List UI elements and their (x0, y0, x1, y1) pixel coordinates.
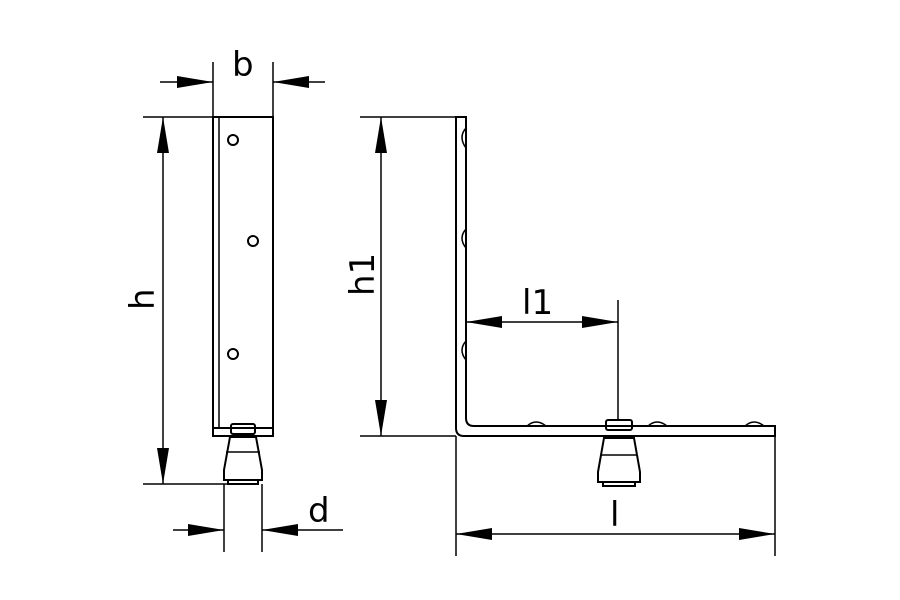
ribs-horizontal (526, 421, 765, 427)
hole-bottom (227, 348, 239, 360)
angle-inner-profile (465, 116, 776, 427)
dimension-l: l (455, 436, 776, 556)
label-l: l (610, 495, 619, 535)
label-h: h (123, 288, 163, 310)
hole-middle (247, 235, 259, 247)
label-h1: h1 (343, 253, 383, 296)
front-view (212, 116, 274, 485)
side-view (455, 116, 776, 487)
dimension-l1: l1 (466, 283, 619, 420)
hole-top (227, 134, 239, 146)
angle-outer-profile (455, 116, 776, 437)
front-anchor (223, 423, 263, 485)
dimension-h: h (123, 116, 231, 485)
label-b: b (232, 45, 254, 85)
dimension-d: d (173, 484, 343, 552)
label-l1: l1 (522, 283, 553, 323)
label-d: d (308, 491, 330, 531)
side-anchor (597, 419, 641, 487)
front-plate (212, 116, 274, 429)
dimension-b: b (160, 45, 325, 117)
dimension-h1: h1 (343, 116, 456, 437)
ribs-vertical (461, 127, 467, 361)
